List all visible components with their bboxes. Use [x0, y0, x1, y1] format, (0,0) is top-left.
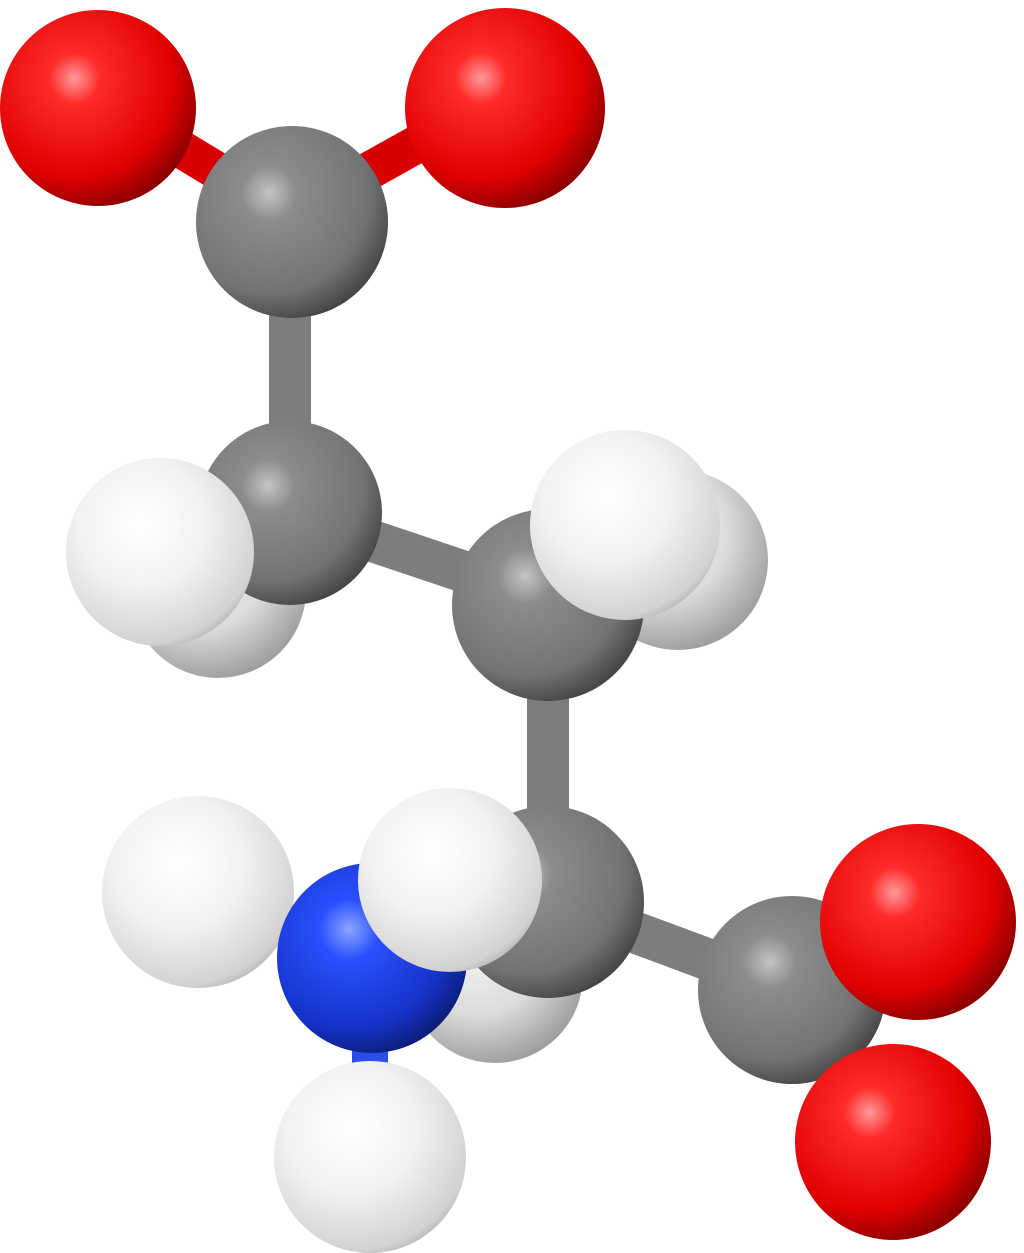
hydrogen-atom-amino-front: [358, 788, 542, 972]
oxygen-atom-bottom-upper: [820, 824, 1016, 1020]
oxygen-atom-top-right: [405, 8, 605, 208]
oxygen-atom-top-left: [0, 10, 196, 206]
hydrogen-atom-left: [66, 458, 254, 646]
hydrogen-atom-amino-bottom: [274, 1061, 466, 1253]
hydrogen-atom-right-front: [530, 430, 720, 620]
hydrogen-atom-amino-left: [102, 796, 294, 988]
oxygen-atom-bottom-lower: [795, 1044, 991, 1240]
carbon-atom-top: [196, 126, 388, 318]
